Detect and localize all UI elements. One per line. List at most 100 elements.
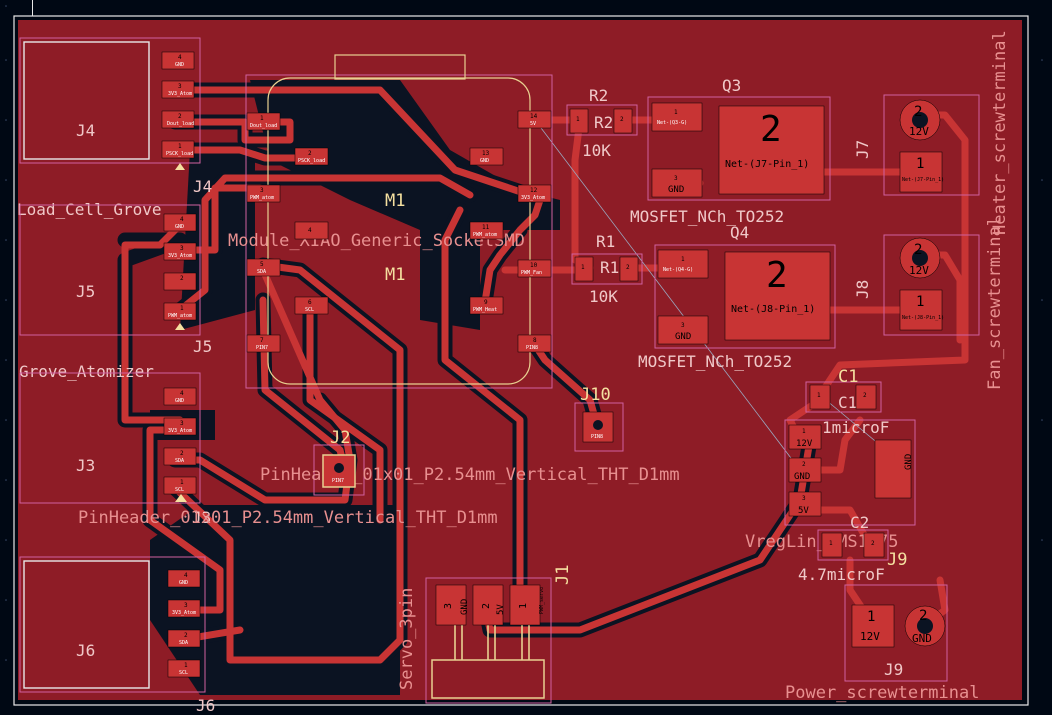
q4-value: MOSFET_NCh_TO252 [638, 352, 792, 371]
pin-number: 11 [482, 224, 490, 231]
c2-pin2[interactable]: 2 [863, 532, 885, 558]
pin-net: SDA [179, 640, 188, 646]
pin-net: PIN7 [256, 345, 268, 351]
j2-pin1[interactable]: PIN7 [322, 454, 356, 488]
j5-pin2[interactable]: 2 [163, 272, 197, 291]
pin-number: 6 [308, 299, 312, 306]
pin-number: 4 [180, 390, 184, 397]
capacitor-c2[interactable]: C2 4.7microF 1 2 [798, 513, 889, 584]
u1-tab[interactable]: GND [874, 439, 914, 499]
pin-net: Net-(J7-Pin_1) [725, 159, 809, 170]
module-m1[interactable]: M1 M1 Module_XIAO_Generic_SocketSMD 1Dou… [228, 54, 553, 389]
pin-number: 3 [260, 187, 264, 194]
pin-net: 3V3_Atom [172, 610, 196, 616]
capacitor-c1[interactable]: C1 C1 1microF 1 2 [805, 367, 889, 437]
j1-pin-legs [454, 625, 530, 660]
grid-dots [5, 5, 1043, 661]
pin-number: 2 [180, 275, 184, 282]
r2-pin2[interactable]: 2 [613, 108, 633, 134]
resistor-r2[interactable]: R2 R2 10K 1 2 [566, 86, 638, 160]
c2-pin1[interactable]: 1 [821, 532, 843, 558]
pin-net: PSCK_load [166, 151, 193, 157]
m1-pin4[interactable]: 4 [294, 221, 329, 240]
pin-net: GND [175, 398, 184, 404]
pin-number: 7 [260, 337, 264, 344]
header-j2[interactable]: J2 PinHeader_01x01_P2.54mm_Vertical_THT_… [78, 428, 680, 528]
pin-net: 12V [860, 630, 880, 643]
pin-net: PSCK_load [298, 158, 325, 164]
pin-number: 5 [260, 261, 264, 268]
r1-pin1[interactable]: 1 [574, 256, 594, 282]
resistor-r1[interactable]: R1 R1 10K 1 2 [571, 232, 643, 306]
j10-ref: J10 [580, 385, 611, 405]
r2-pin1[interactable]: 1 [569, 108, 589, 134]
c1-pin1[interactable]: 1 [809, 384, 831, 410]
r2-ref: R2 [589, 86, 608, 105]
u1-pin3[interactable]: 35V [788, 491, 822, 517]
header-j10[interactable]: J10 PIN8 [574, 385, 624, 452]
j10-pin1[interactable]: PIN8 [582, 411, 614, 443]
r1-pin2[interactable]: 2 [619, 256, 639, 282]
board-edge-cuts [13, 15, 1029, 706]
c1-pin2[interactable]: 2 [855, 384, 877, 410]
pin-net: SCL [175, 487, 184, 493]
j6-ref: J6 [196, 696, 215, 715]
